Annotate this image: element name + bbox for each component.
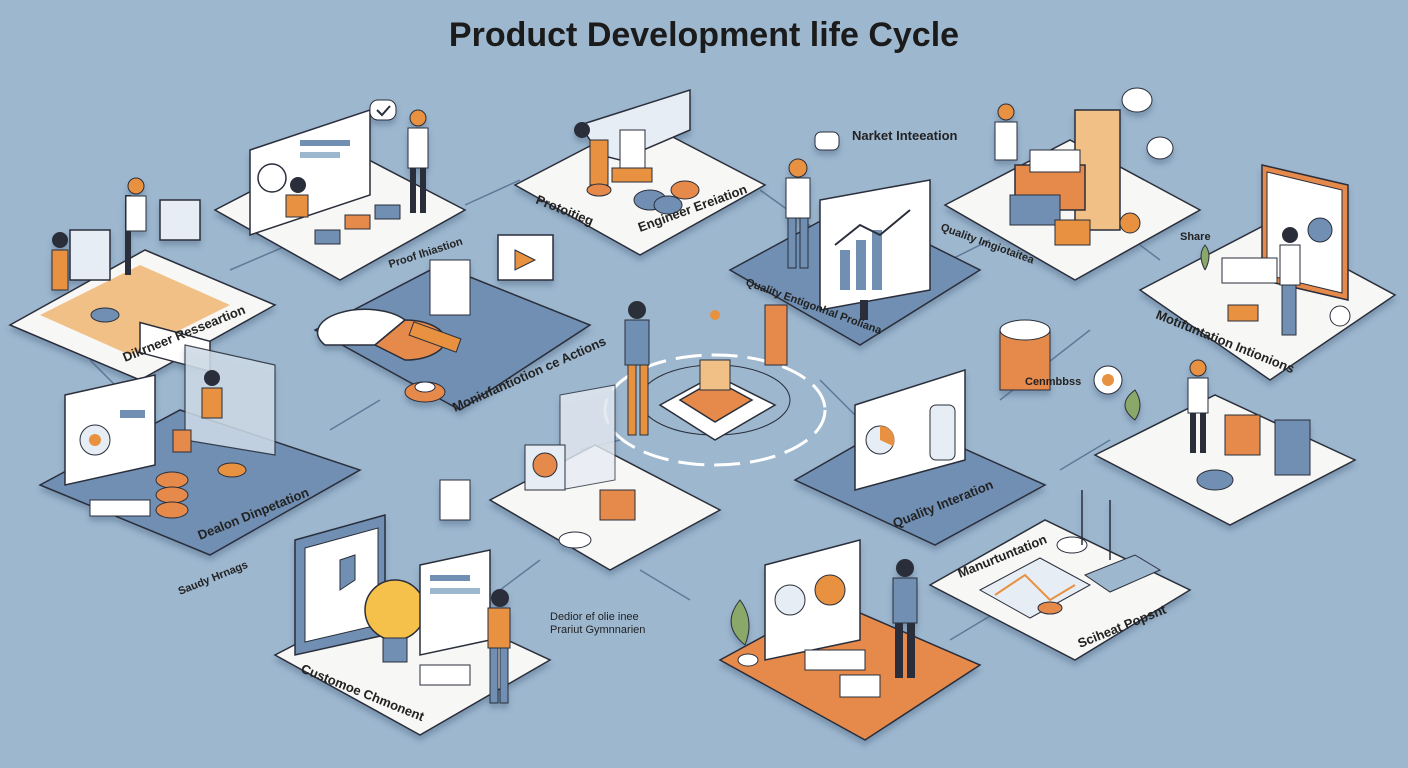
chat-bubble-icon	[369, 99, 397, 121]
label-market-integration: Narket Inteeation	[852, 128, 958, 143]
platform-manufacturing-bottom-right	[928, 490, 1192, 661]
platform-market-integration	[728, 131, 982, 346]
platform-discover-research	[8, 177, 277, 381]
platform-user-research	[213, 99, 467, 281]
label-connections: Cenmbbss	[1025, 376, 1081, 388]
platform-quality-top	[943, 87, 1202, 281]
label-study-image: Saudy Hrnags	[177, 559, 250, 598]
platform-customer-component	[273, 514, 552, 736]
platform-center-hub	[603, 301, 827, 467]
page-title: Product Development life Cycle	[448, 16, 960, 54]
platform-connections	[999, 319, 1357, 526]
platform-orange-bottom	[718, 539, 982, 741]
label-share: Share	[1180, 231, 1211, 243]
chat-bubble-icon	[814, 131, 840, 151]
label-center-note-2: Prariut Gymnnarien	[550, 624, 645, 636]
platform-quality-integration-mid	[793, 368, 1047, 546]
platform-lower-center	[439, 384, 722, 571]
chat-bubble-icon	[1121, 87, 1174, 160]
label-center-note-1: Dedior ef olie inee	[550, 611, 639, 623]
platform-manufacturing-actions	[313, 234, 592, 411]
platform-design-preparation	[38, 344, 362, 556]
platform-prototyping	[513, 88, 767, 256]
platform-manufacturing-integrations	[1138, 164, 1397, 381]
